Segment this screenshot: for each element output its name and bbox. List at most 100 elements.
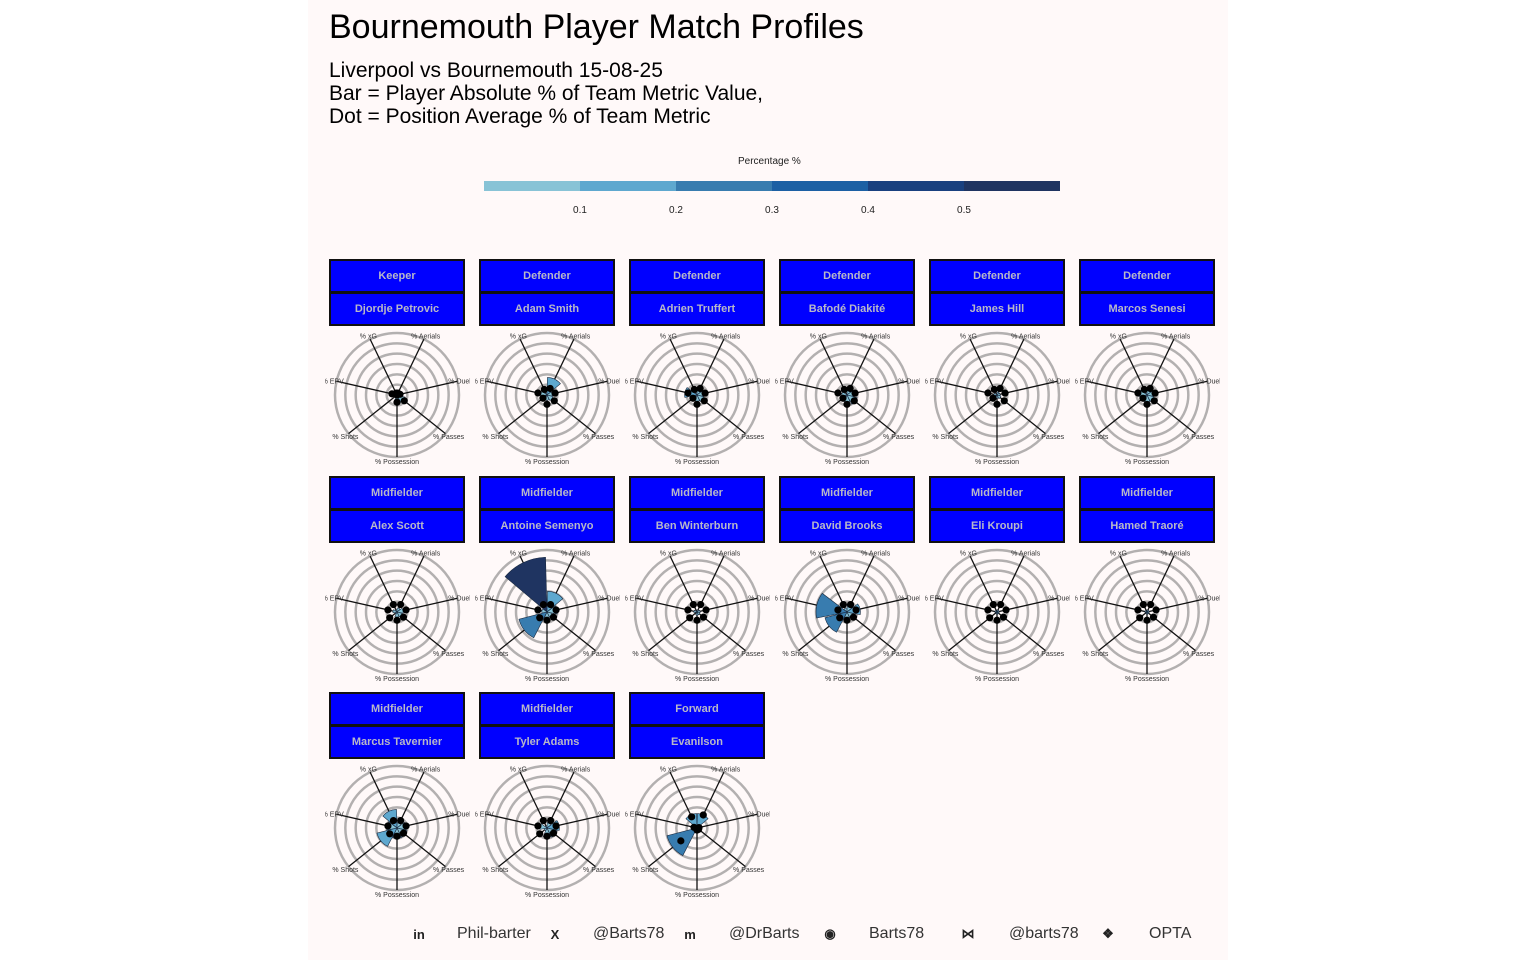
- metric-axis-label: % Passes: [433, 867, 465, 874]
- metric-axis-label: % Aerials: [1011, 334, 1041, 341]
- footer-link-text[interactable]: @barts78: [1009, 925, 1079, 942]
- metric-axis-label: % Aerials: [561, 551, 591, 558]
- player-name-label: Djordje Petrovic: [329, 293, 465, 326]
- position-average-dot: [1152, 606, 1160, 614]
- metric-axis-label: % xG: [810, 334, 827, 341]
- spoke-line: [948, 394, 998, 435]
- player-name-label: Bafodé Diakité: [779, 293, 915, 326]
- metric-axis-label: % Passes: [1183, 434, 1215, 441]
- metric-axis-label: % Possession: [825, 676, 869, 682]
- metric-axis-label: % Duels: [898, 595, 920, 602]
- position-average-dot: [546, 600, 555, 609]
- metric-axis-label: % xG: [510, 767, 527, 774]
- metric-axis-label: % Shots: [332, 867, 359, 874]
- spoke-line: [819, 338, 848, 396]
- footer-link-text[interactable]: @DrBarts: [729, 925, 800, 942]
- bluesky-butterfly-icon[interactable]: ⋈: [961, 926, 975, 941]
- position-average-dot: [389, 816, 398, 825]
- position-average-dot: [836, 614, 844, 622]
- github-icon[interactable]: ◉: [824, 926, 836, 941]
- position-average-dot: [386, 614, 394, 622]
- subtitle-bar-note: Bar = Player Absolute % of Team Metric V…: [329, 82, 764, 105]
- footer-link-text[interactable]: Barts78: [869, 925, 925, 942]
- position-average-dot: [546, 384, 554, 393]
- position-average-dot: [393, 832, 401, 840]
- position-average-dot: [543, 616, 551, 624]
- position-average-dot: [851, 389, 859, 397]
- spoke-line: [396, 380, 458, 396]
- player-name-label: Alex Scott: [329, 510, 465, 543]
- metric-axis-label: % Passes: [433, 651, 465, 658]
- position-average-dot: [684, 606, 692, 614]
- spoke-line: [1098, 394, 1148, 435]
- dropbox-icon[interactable]: ❖: [1102, 926, 1114, 941]
- metric-axis-label: % Possession: [375, 892, 419, 898]
- metric-axis-label: % Shots: [932, 434, 959, 441]
- position-average-dot: [1146, 384, 1154, 393]
- position-average-dot: [1146, 600, 1155, 609]
- position-average-dot: [549, 613, 558, 621]
- metric-axis-label: % Passes: [733, 651, 765, 658]
- position-label: Defender: [1079, 259, 1215, 293]
- position-average-dot: [551, 389, 559, 397]
- position-label: Defender: [479, 259, 615, 293]
- player-name-label: Evanilson: [629, 726, 765, 759]
- footer-link-text[interactable]: OPTA: [1149, 925, 1192, 942]
- metric-axis-label: % EPV: [625, 595, 644, 602]
- position-average-dot: [834, 606, 842, 614]
- polar-chart: % xG% Aerials% Duels% Passes% Possession…: [475, 764, 620, 898]
- position-label: Midfielder: [479, 692, 615, 726]
- metric-axis-label: % Aerials: [561, 334, 591, 341]
- spoke-line: [636, 813, 698, 829]
- metric-axis-label: % EPV: [325, 378, 344, 385]
- position-average-dot: [539, 394, 547, 402]
- polar-chart: % xG% Aerials% Duels% Passes% Possession…: [475, 548, 620, 682]
- player-name-label: Marcus Tavernier: [329, 726, 465, 759]
- footer-link-text[interactable]: Phil-barter: [457, 925, 531, 942]
- metric-axis-label: % Possession: [675, 892, 719, 898]
- position-average-dot: [699, 613, 708, 621]
- metric-axis-label: % Aerials: [1011, 551, 1041, 558]
- metric-axis-label: % EPV: [1075, 595, 1094, 602]
- position-average-dot: [539, 600, 548, 609]
- position-average-dot: [536, 830, 544, 838]
- position-average-dot: [984, 606, 992, 614]
- position-average-dot: [396, 816, 405, 825]
- metric-axis-label: % Duels: [448, 595, 470, 602]
- metric-bar: [1145, 611, 1149, 615]
- linkedin-icon[interactable]: in: [413, 926, 425, 942]
- metric-axis-label: % Passes: [583, 867, 615, 874]
- position-label: Midfielder: [629, 476, 765, 510]
- player-name-label: Antoine Semenyo: [479, 510, 615, 543]
- metric-axis-label: % xG: [810, 551, 827, 558]
- polar-chart: % xG% Aerials% Duels% Passes% Possession…: [775, 331, 920, 465]
- mastodon-icon[interactable]: m: [684, 926, 696, 942]
- position-average-dot: [690, 385, 698, 394]
- chart-canvas: Bournemouth Player Match Profiles Liverp…: [308, 0, 1228, 960]
- position-average-dot: [688, 813, 696, 821]
- spoke-line: [798, 394, 848, 435]
- position-average-dot: [550, 397, 558, 405]
- metric-axis-label: % xG: [510, 334, 527, 341]
- metric-axis-label: % Possession: [525, 676, 569, 682]
- position-average-dot: [846, 600, 855, 609]
- position-average-dot: [1001, 389, 1009, 397]
- position-label: Forward: [629, 692, 765, 726]
- position-average-dot: [989, 600, 998, 609]
- metric-axis-label: % Aerials: [411, 334, 441, 341]
- metric-axis-label: % EPV: [775, 595, 794, 602]
- x-twitter-icon[interactable]: X: [550, 926, 560, 942]
- metric-axis-label: % Duels: [748, 811, 770, 818]
- position-average-dot: [1002, 606, 1010, 614]
- spoke-line: [969, 338, 998, 396]
- position-average-dot: [546, 816, 555, 825]
- footer-link-text[interactable]: @Barts78: [593, 925, 665, 942]
- metric-axis-label: % Possession: [1125, 676, 1169, 682]
